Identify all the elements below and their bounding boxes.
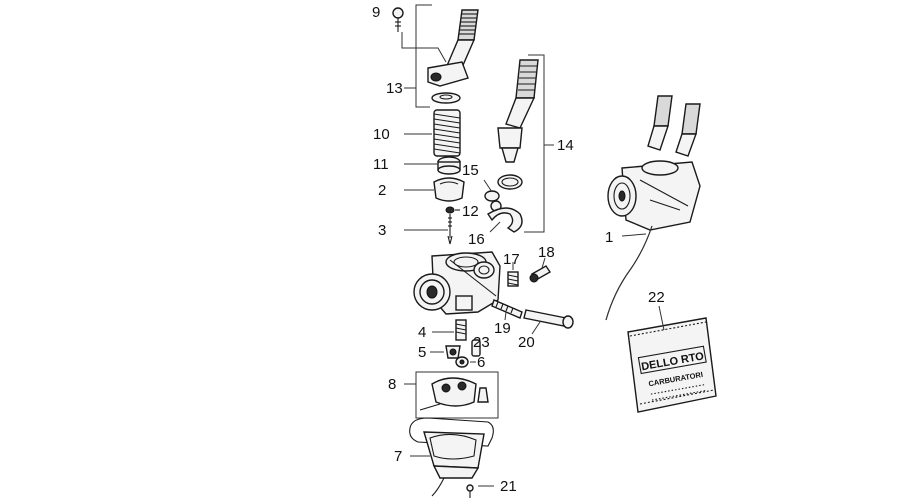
label-6: 6 <box>477 354 485 371</box>
part-8-float-assembly <box>415 371 499 419</box>
label-14: 14 <box>557 137 574 154</box>
label-1: 1 <box>605 229 613 246</box>
part-2-throttle-slide <box>433 177 465 202</box>
label-4: 4 <box>418 324 426 341</box>
part-1-complete-carburetor <box>605 95 701 321</box>
label-20: 20 <box>518 334 535 351</box>
part-11-retainer <box>437 156 461 175</box>
part-9-screw <box>392 7 404 32</box>
label-15: 15 <box>462 162 479 179</box>
label-3: 3 <box>378 222 386 239</box>
part-7-float-bowl <box>409 417 494 497</box>
part-3-needle <box>447 214 453 245</box>
part-19-idle-screw <box>491 299 523 319</box>
part-13-cable-cap <box>427 9 479 104</box>
part-20-long-screw <box>523 309 574 329</box>
label-9: 9 <box>372 4 380 21</box>
label-13: 13 <box>386 80 403 97</box>
label-10: 10 <box>373 126 390 143</box>
label-7: 7 <box>394 448 402 465</box>
label-16: 16 <box>468 231 485 248</box>
part-5-nozzle <box>445 345 461 359</box>
label-11: 11 <box>373 156 389 173</box>
label-18: 18 <box>538 244 555 261</box>
label-17: 17 <box>503 251 520 268</box>
part-21-screw <box>466 484 474 498</box>
part-22-gasket-kit: DELLO RTO CARBURATORI <box>627 317 717 413</box>
part-23-sleeve <box>471 339 481 357</box>
label-5: 5 <box>418 344 426 361</box>
part-10-spring <box>433 109 461 157</box>
label-19: 19 <box>494 320 511 337</box>
part-16-choke-lever <box>487 207 523 233</box>
label-23: 23 <box>473 334 490 351</box>
carburetor-body <box>413 251 501 315</box>
part-4-jet <box>455 319 467 341</box>
label-21: 21 <box>500 478 517 495</box>
o-ring <box>497 174 523 190</box>
part-18-adjust-screw <box>529 265 551 283</box>
part-12-needle-clip <box>445 206 460 214</box>
part-15-plunger <box>484 190 502 212</box>
label-8: 8 <box>388 376 396 393</box>
label-22: 22 <box>648 289 665 306</box>
part-17-spring <box>507 271 519 287</box>
part-6-main-jet <box>455 356 469 368</box>
label-12: 12 <box>462 203 479 220</box>
part-14-choke-cable <box>497 59 539 163</box>
label-2: 2 <box>378 182 386 199</box>
